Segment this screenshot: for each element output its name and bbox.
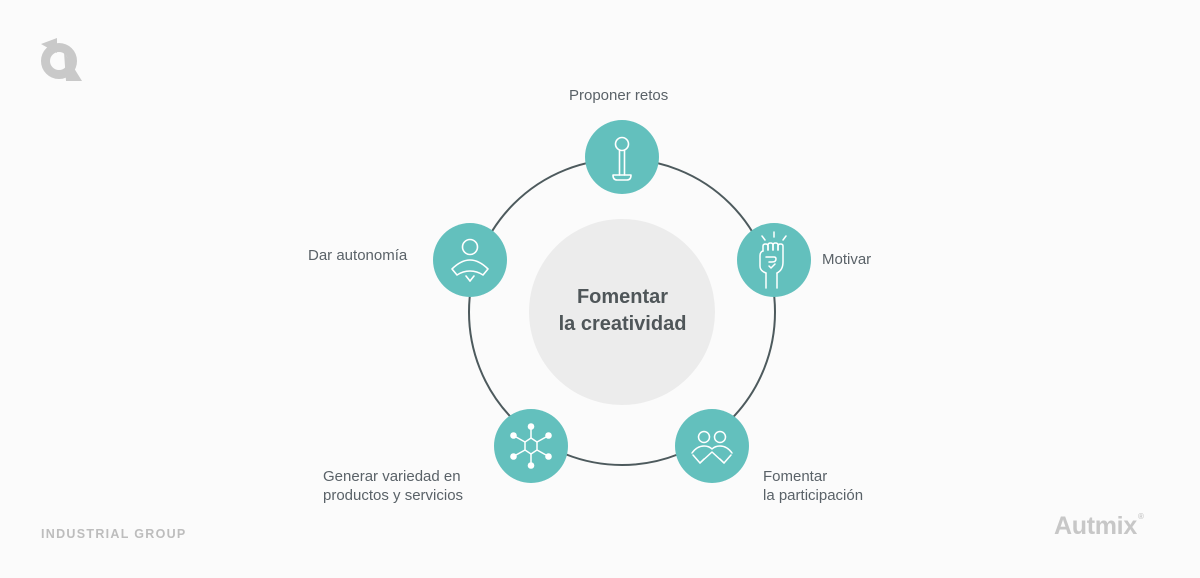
brand-name: Autmix <box>1054 512 1137 540</box>
node-fomentar-participacion <box>675 409 749 483</box>
label-motivar: Motivar <box>822 251 872 268</box>
center-title-line-1: Fomentar <box>576 286 669 308</box>
network-hub-icon <box>515 428 547 464</box>
node-generar-variedad <box>494 409 568 483</box>
node-motivar <box>737 223 811 297</box>
autmix-logo-icon <box>41 38 82 81</box>
node-dar-autonomia <box>433 223 507 297</box>
raised-fist-icon <box>759 231 787 289</box>
industrial-group-text: INDUSTRIAL GROUP <box>41 527 187 541</box>
center-circle <box>529 219 715 405</box>
center-title-line-2: la creatividad <box>558 313 687 335</box>
label-dar-autonomia: Dar autonomía <box>308 247 408 264</box>
joystick-icon <box>612 136 632 181</box>
label-proponer-retos: Proponer retos <box>569 87 669 104</box>
label-fomentar-participacion: Fomentar la participación <box>763 468 864 504</box>
registered-mark: ® <box>1137 511 1144 521</box>
center-title: Fomentar la creatividad <box>530 284 715 338</box>
node-proponer-retos <box>585 120 659 194</box>
label-generar-variedad: Generar variedad en productos y servicio… <box>323 468 464 504</box>
person-icon <box>451 238 489 282</box>
people-handshake-icon <box>691 430 733 464</box>
brand-wordmark: Autmix® <box>1054 511 1144 541</box>
